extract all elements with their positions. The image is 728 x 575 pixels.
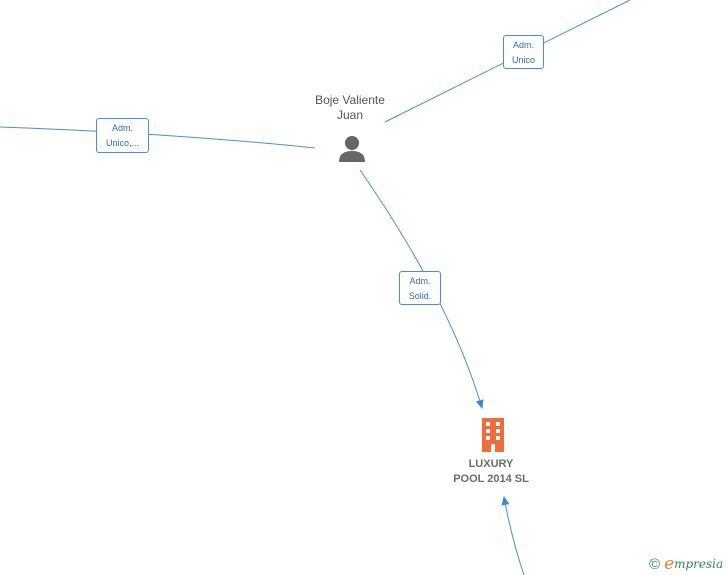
- brand-initial: e: [664, 554, 675, 574]
- edge-label-line2: Solid.: [408, 291, 432, 301]
- empresia-logo[interactable]: © e mpresia: [649, 554, 723, 574]
- edge-label-line1: Adm.: [409, 276, 431, 286]
- company-name-line2: POOL 2014 SL: [453, 473, 529, 485]
- person-name-line2: Juan: [336, 108, 364, 122]
- edge-label-line2: Unico: [511, 55, 535, 65]
- person-name[interactable]: Boje Valiente Juan: [280, 93, 420, 123]
- edge-label-line1: Adm.: [512, 40, 534, 50]
- edge-label-adm-unico[interactable]: Adm. Unico: [503, 35, 544, 69]
- copyright-icon: ©: [649, 555, 661, 573]
- edge-line-bottom: [501, 496, 525, 575]
- edge-label-adm-solid[interactable]: Adm. Solid.: [399, 271, 441, 305]
- person-icon[interactable]: [339, 136, 365, 162]
- edge-label-line1: Adm.: [111, 123, 133, 133]
- brand-name: mpresia: [674, 557, 724, 571]
- company-name[interactable]: LUXURY POOL 2014 SL: [421, 457, 561, 487]
- edge-label-adm-unico-more[interactable]: Adm. Unico,...: [96, 118, 149, 153]
- person-name-line1: Boje Valiente: [315, 93, 385, 107]
- building-icon[interactable]: [482, 418, 504, 452]
- edge-line-left: [0, 126, 316, 149]
- edge-label-line2: Unico,...: [105, 138, 139, 148]
- company-name-line1: LUXURY: [468, 458, 514, 470]
